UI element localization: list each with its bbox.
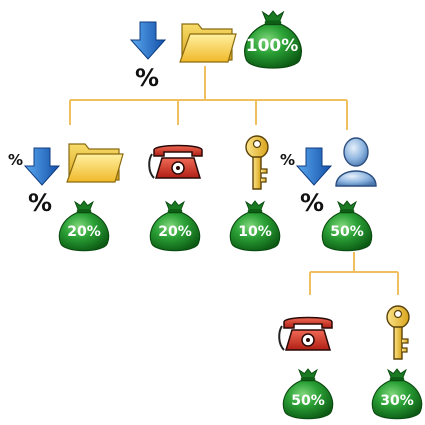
percent-sign-small: % (8, 151, 23, 169)
grandchild-node-telephone[interactable]: 50% (278, 316, 334, 420)
child-folder-discount-marker: % % (8, 147, 60, 217)
percent-sign: % (135, 64, 159, 92)
folder-icon (179, 23, 237, 63)
arrow-down-icon (296, 147, 332, 186)
share-label-key: 10% (238, 224, 272, 240)
root-node[interactable]: % 100% (130, 10, 302, 92)
child-node-telephone[interactable]: 20% (148, 144, 203, 252)
share-label-folder: 20% (67, 224, 101, 240)
share-label-telephone: 20% (158, 224, 192, 240)
percent-sign-small: % (280, 151, 295, 169)
child-node-key[interactable]: 10% (229, 135, 281, 252)
root-discount-marker: % (130, 21, 166, 92)
money-bag-icon: 50% (321, 200, 373, 252)
money-bag-icon: 20% (149, 200, 201, 252)
grandchild-node-key[interactable]: 30% (371, 305, 423, 420)
arrow-down-icon (130, 21, 166, 60)
key-icon (386, 305, 410, 360)
money-bag-icon: 50% (282, 368, 334, 420)
key-icon (245, 135, 269, 190)
telephone-icon (148, 144, 203, 179)
user-icon (335, 137, 377, 187)
child-node-folder[interactable]: % % 20% (8, 143, 124, 252)
percent-sign: % (28, 189, 52, 217)
share-label-grandchild-telephone: 50% (291, 393, 325, 409)
share-label-grandchild-key: 30% (380, 393, 414, 409)
money-bag-icon: 100% (244, 10, 302, 69)
money-bag-icon: 30% (371, 368, 423, 420)
money-bag-icon: 10% (229, 200, 281, 252)
child-node-user[interactable]: % % 50% (280, 137, 377, 252)
percent-sign: % (300, 189, 324, 217)
connector-lines (69, 66, 399, 295)
share-label-root: 100% (246, 36, 299, 56)
share-label-user: 50% (330, 224, 364, 240)
arrow-down-icon (24, 147, 60, 186)
money-bag-icon: 20% (58, 200, 110, 252)
child-user-discount-marker: % % (280, 147, 332, 217)
folder-icon (66, 143, 124, 183)
telephone-icon (278, 316, 333, 351)
